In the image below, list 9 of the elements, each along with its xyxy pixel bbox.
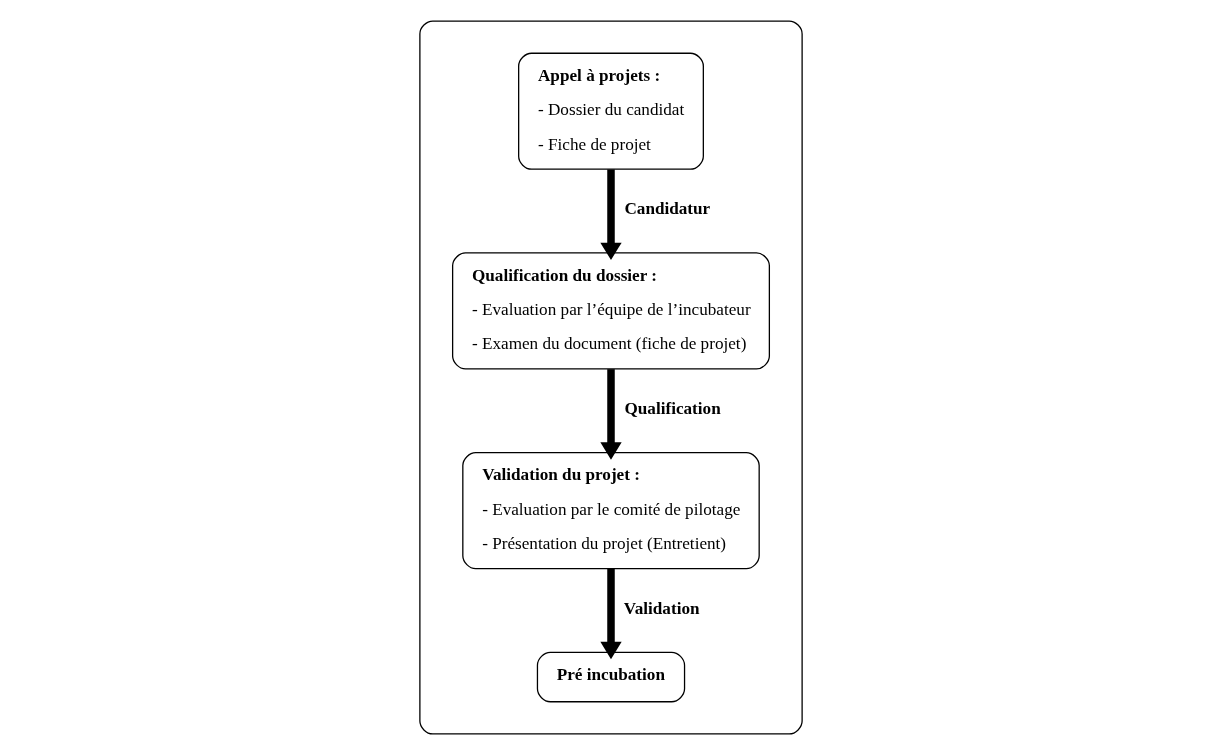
arrow (600, 568, 622, 660)
edge-label: Validation (623, 598, 700, 618)
node-box: Qualification du dossier : - Evaluation par l’équipe de l’incubateur - Examen du document (fiche de projet) (452, 252, 770, 370)
node-box: Appel à projets : - Dossier du candidat - Fiche de projet (518, 52, 704, 170)
edge-label: Candidatur (624, 199, 711, 219)
node-box: Pré incubation (536, 651, 686, 703)
cluster (419, 20, 803, 735)
node-box: Validation du projet : - Evaluation par le comité de pilotage - Présentation du projet (Entretient) (462, 452, 760, 570)
edge-label: Qualification (624, 398, 721, 418)
